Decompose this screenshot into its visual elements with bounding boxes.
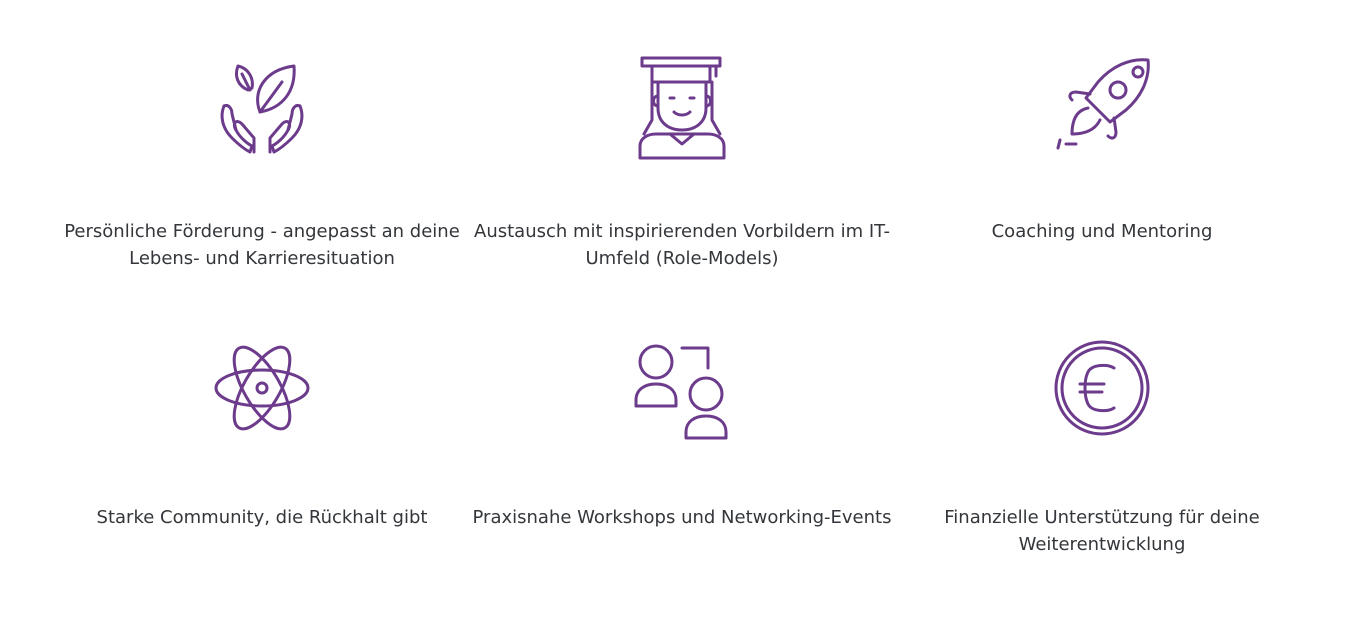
feature-label: Starke Community, die Rückhalt gibt xyxy=(96,507,428,528)
feature-community: Starke Community, die Rückhalt gibt xyxy=(52,324,472,564)
feature-workshops: Praxisnahe Workshops und Networking-Even… xyxy=(472,324,892,564)
feature-label: Austausch mit inspirierenden Vorbildern … xyxy=(474,221,890,269)
feature-label: Finanzielle Unterstützung für deine Weit… xyxy=(944,507,1260,555)
feature-label: Persönliche Förderung - angepasst an dei… xyxy=(64,221,460,269)
graduate-icon xyxy=(622,46,742,166)
feature-coaching: Coaching und Mentoring xyxy=(892,38,1312,278)
atom-icon xyxy=(202,332,322,452)
rocket-icon xyxy=(1042,46,1162,166)
euro-coin-icon xyxy=(1042,332,1162,452)
hands-leaves-icon xyxy=(202,46,322,166)
feature-financial-support: Finanzielle Unterstützung für deine Weit… xyxy=(892,324,1312,564)
feature-role-models: Austausch mit inspirierenden Vorbildern … xyxy=(472,38,892,278)
feature-personal-support: Persönliche Förderung - angepasst an dei… xyxy=(52,38,472,278)
feature-label: Coaching und Mentoring xyxy=(991,221,1213,242)
feature-label: Praxisnahe Workshops und Networking-Even… xyxy=(472,507,892,528)
people-exchange-icon xyxy=(622,332,742,452)
